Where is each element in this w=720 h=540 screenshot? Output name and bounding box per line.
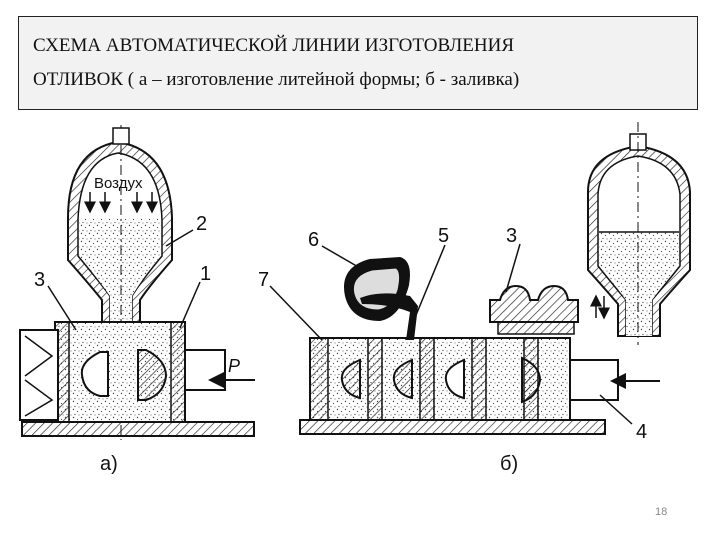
- title-line-1: СХЕМА АВТОМАТИЧЕСКОЙ ЛИНИИ ИЗГОТОВЛЕНИЯ: [33, 35, 515, 56]
- caption-a: а): [100, 453, 118, 475]
- title-line-2: ОТЛИВОК ( а – изготовление литейной форм…: [33, 69, 520, 90]
- label-3a: 3: [34, 269, 45, 291]
- label-4: 4: [636, 421, 647, 443]
- label-7: 7: [258, 269, 269, 291]
- label-3b: 3: [506, 225, 517, 247]
- title-box: СХЕМА АВТОМАТИЧЕСКОЙ ЛИНИИ ИЗГОТОВЛЕНИЯ …: [18, 16, 698, 110]
- assembly-a: Воздух P 2 1 3 а): [19, 125, 255, 475]
- label-p: P: [228, 356, 240, 376]
- label-6: 6: [308, 229, 319, 251]
- pattern-plate: [489, 284, 579, 323]
- assembly-b: 4 6 5 7 3 б): [258, 122, 691, 475]
- page-number: 18: [655, 506, 668, 518]
- conveyor-base: [299, 419, 606, 435]
- label-5: 5: [438, 225, 449, 247]
- caption-b: б): [500, 453, 518, 475]
- label-2: 2: [196, 213, 207, 235]
- air-label: Воздух: [94, 175, 143, 192]
- label-1: 1: [200, 263, 211, 285]
